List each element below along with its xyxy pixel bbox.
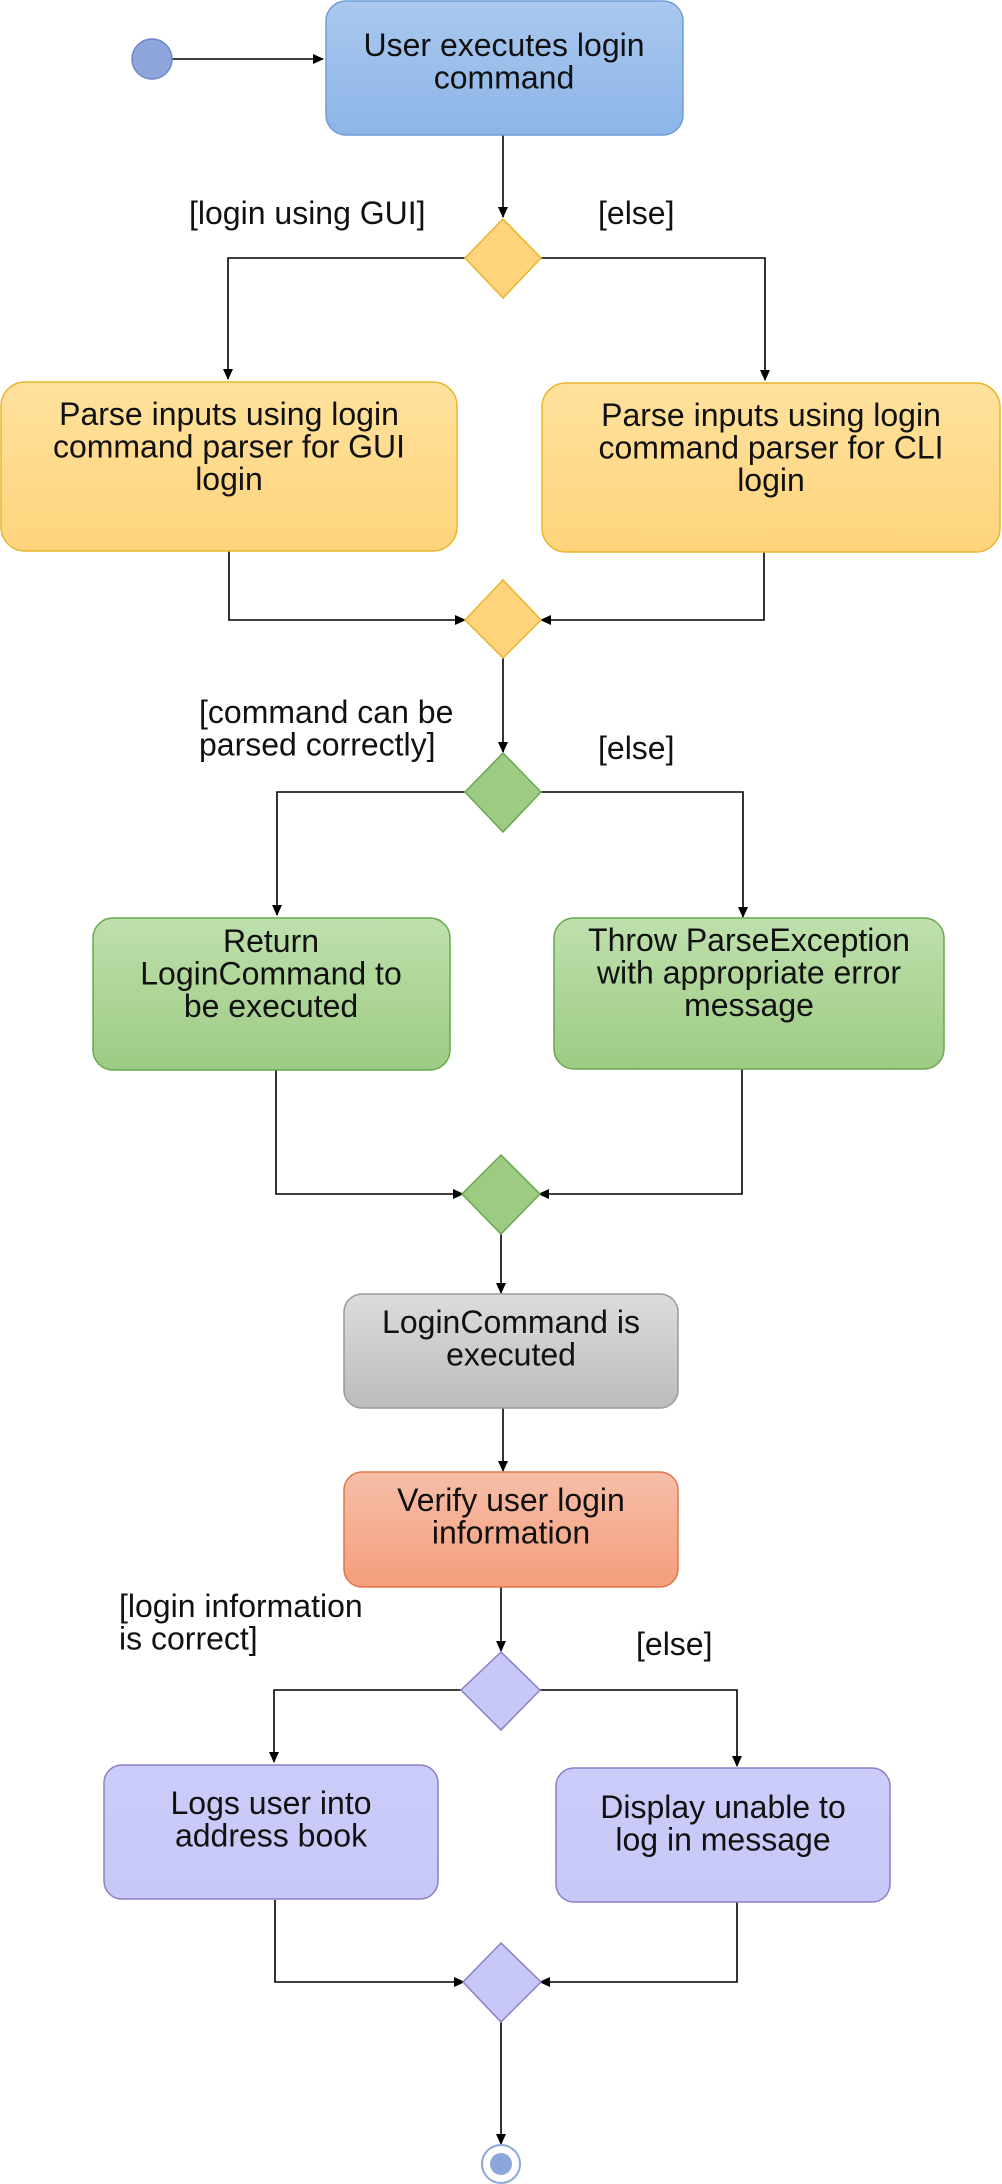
text-line: is correct]: [119, 1621, 258, 1657]
decision-node-1: [463, 217, 543, 300]
guard-else-3: [else]: [636, 1626, 712, 1662]
edge-decision-1-to-parse-gui: [223, 257, 466, 380]
edge-parse-cli-to-merge-1: [540, 552, 765, 625]
text-line: log in message: [615, 1822, 830, 1858]
text-line: command parser for CLI: [598, 430, 943, 466]
edge-decision-2-to-return-login: [272, 791, 466, 916]
action-box: [103, 1764, 439, 1900]
edge-decision-1-to-parse-cli: [540, 257, 770, 381]
final-node-dot: [490, 2153, 512, 2175]
merge-node-1: [463, 578, 543, 660]
merge-node-2: [460, 1153, 542, 1236]
text-line: LoginCommand is: [382, 1304, 640, 1340]
action-box: [343, 1293, 679, 1409]
text-line: [else]: [636, 1626, 712, 1662]
decision-node-3: [459, 1650, 542, 1732]
text-line: User executes login: [363, 27, 644, 63]
edge-throw-parse-to-merge-2: [538, 1069, 743, 1199]
text-line: command: [434, 60, 575, 96]
decision-node-2: [463, 751, 543, 834]
edge-decision-3-to-display-unable: [540, 1689, 742, 1767]
edge-return-login-to-merge-2: [275, 1070, 464, 1199]
edges: [172, 54, 770, 2145]
text-line: information: [432, 1515, 590, 1551]
text-line: Return: [223, 923, 319, 959]
edge-decision-3-to-logs-user: [269, 1689, 461, 1763]
text-line: parsed correctly]: [199, 727, 436, 763]
edge-decision-2-to-throw-parse: [540, 791, 748, 918]
text-line: executed: [446, 1337, 576, 1373]
text-line: Verify user login: [397, 1482, 625, 1518]
text-line: [command can be: [199, 694, 453, 730]
initial-node: [131, 38, 173, 80]
guard-else-1: [else]: [598, 195, 674, 231]
text-line: login: [737, 462, 805, 498]
text-line: with appropriate error: [596, 955, 901, 991]
guard-login-using-gui: [login using GUI]: [189, 195, 426, 231]
text-line: [login information: [119, 1588, 363, 1624]
guard-else-2: [else]: [598, 730, 674, 766]
action-box: [541, 382, 1001, 553]
text-line: login: [195, 461, 263, 497]
edge-display-unable-to-merge-3: [539, 1902, 738, 1987]
text-line: LoginCommand to: [140, 956, 401, 992]
action-box: [325, 0, 684, 136]
text-line: [login using GUI]: [189, 195, 426, 231]
action-box: [0, 381, 458, 552]
text-line: be executed: [184, 988, 358, 1024]
text-line: Parse inputs using login: [59, 396, 399, 432]
text-line: address book: [175, 1818, 368, 1854]
action-box: [92, 917, 451, 1071]
text-line: Throw ParseException: [588, 922, 910, 958]
text-line: command parser for GUI: [53, 429, 405, 465]
final-node: [481, 2144, 521, 2184]
text-line: [else]: [598, 730, 674, 766]
action-box: [553, 917, 945, 1070]
edge-logs-user-to-merge-3: [274, 1900, 465, 1987]
text-line: Parse inputs using login: [601, 397, 941, 433]
text-line: message: [684, 987, 814, 1023]
action-box: [555, 1767, 891, 1903]
text-line: [else]: [598, 195, 674, 231]
text-line: Display unable to: [600, 1789, 845, 1825]
text-line: Logs user into: [170, 1785, 371, 1821]
edge-parse-gui-to-merge-1: [228, 551, 466, 625]
merge-node-3: [461, 1941, 543, 2024]
action-box: [343, 1471, 679, 1588]
